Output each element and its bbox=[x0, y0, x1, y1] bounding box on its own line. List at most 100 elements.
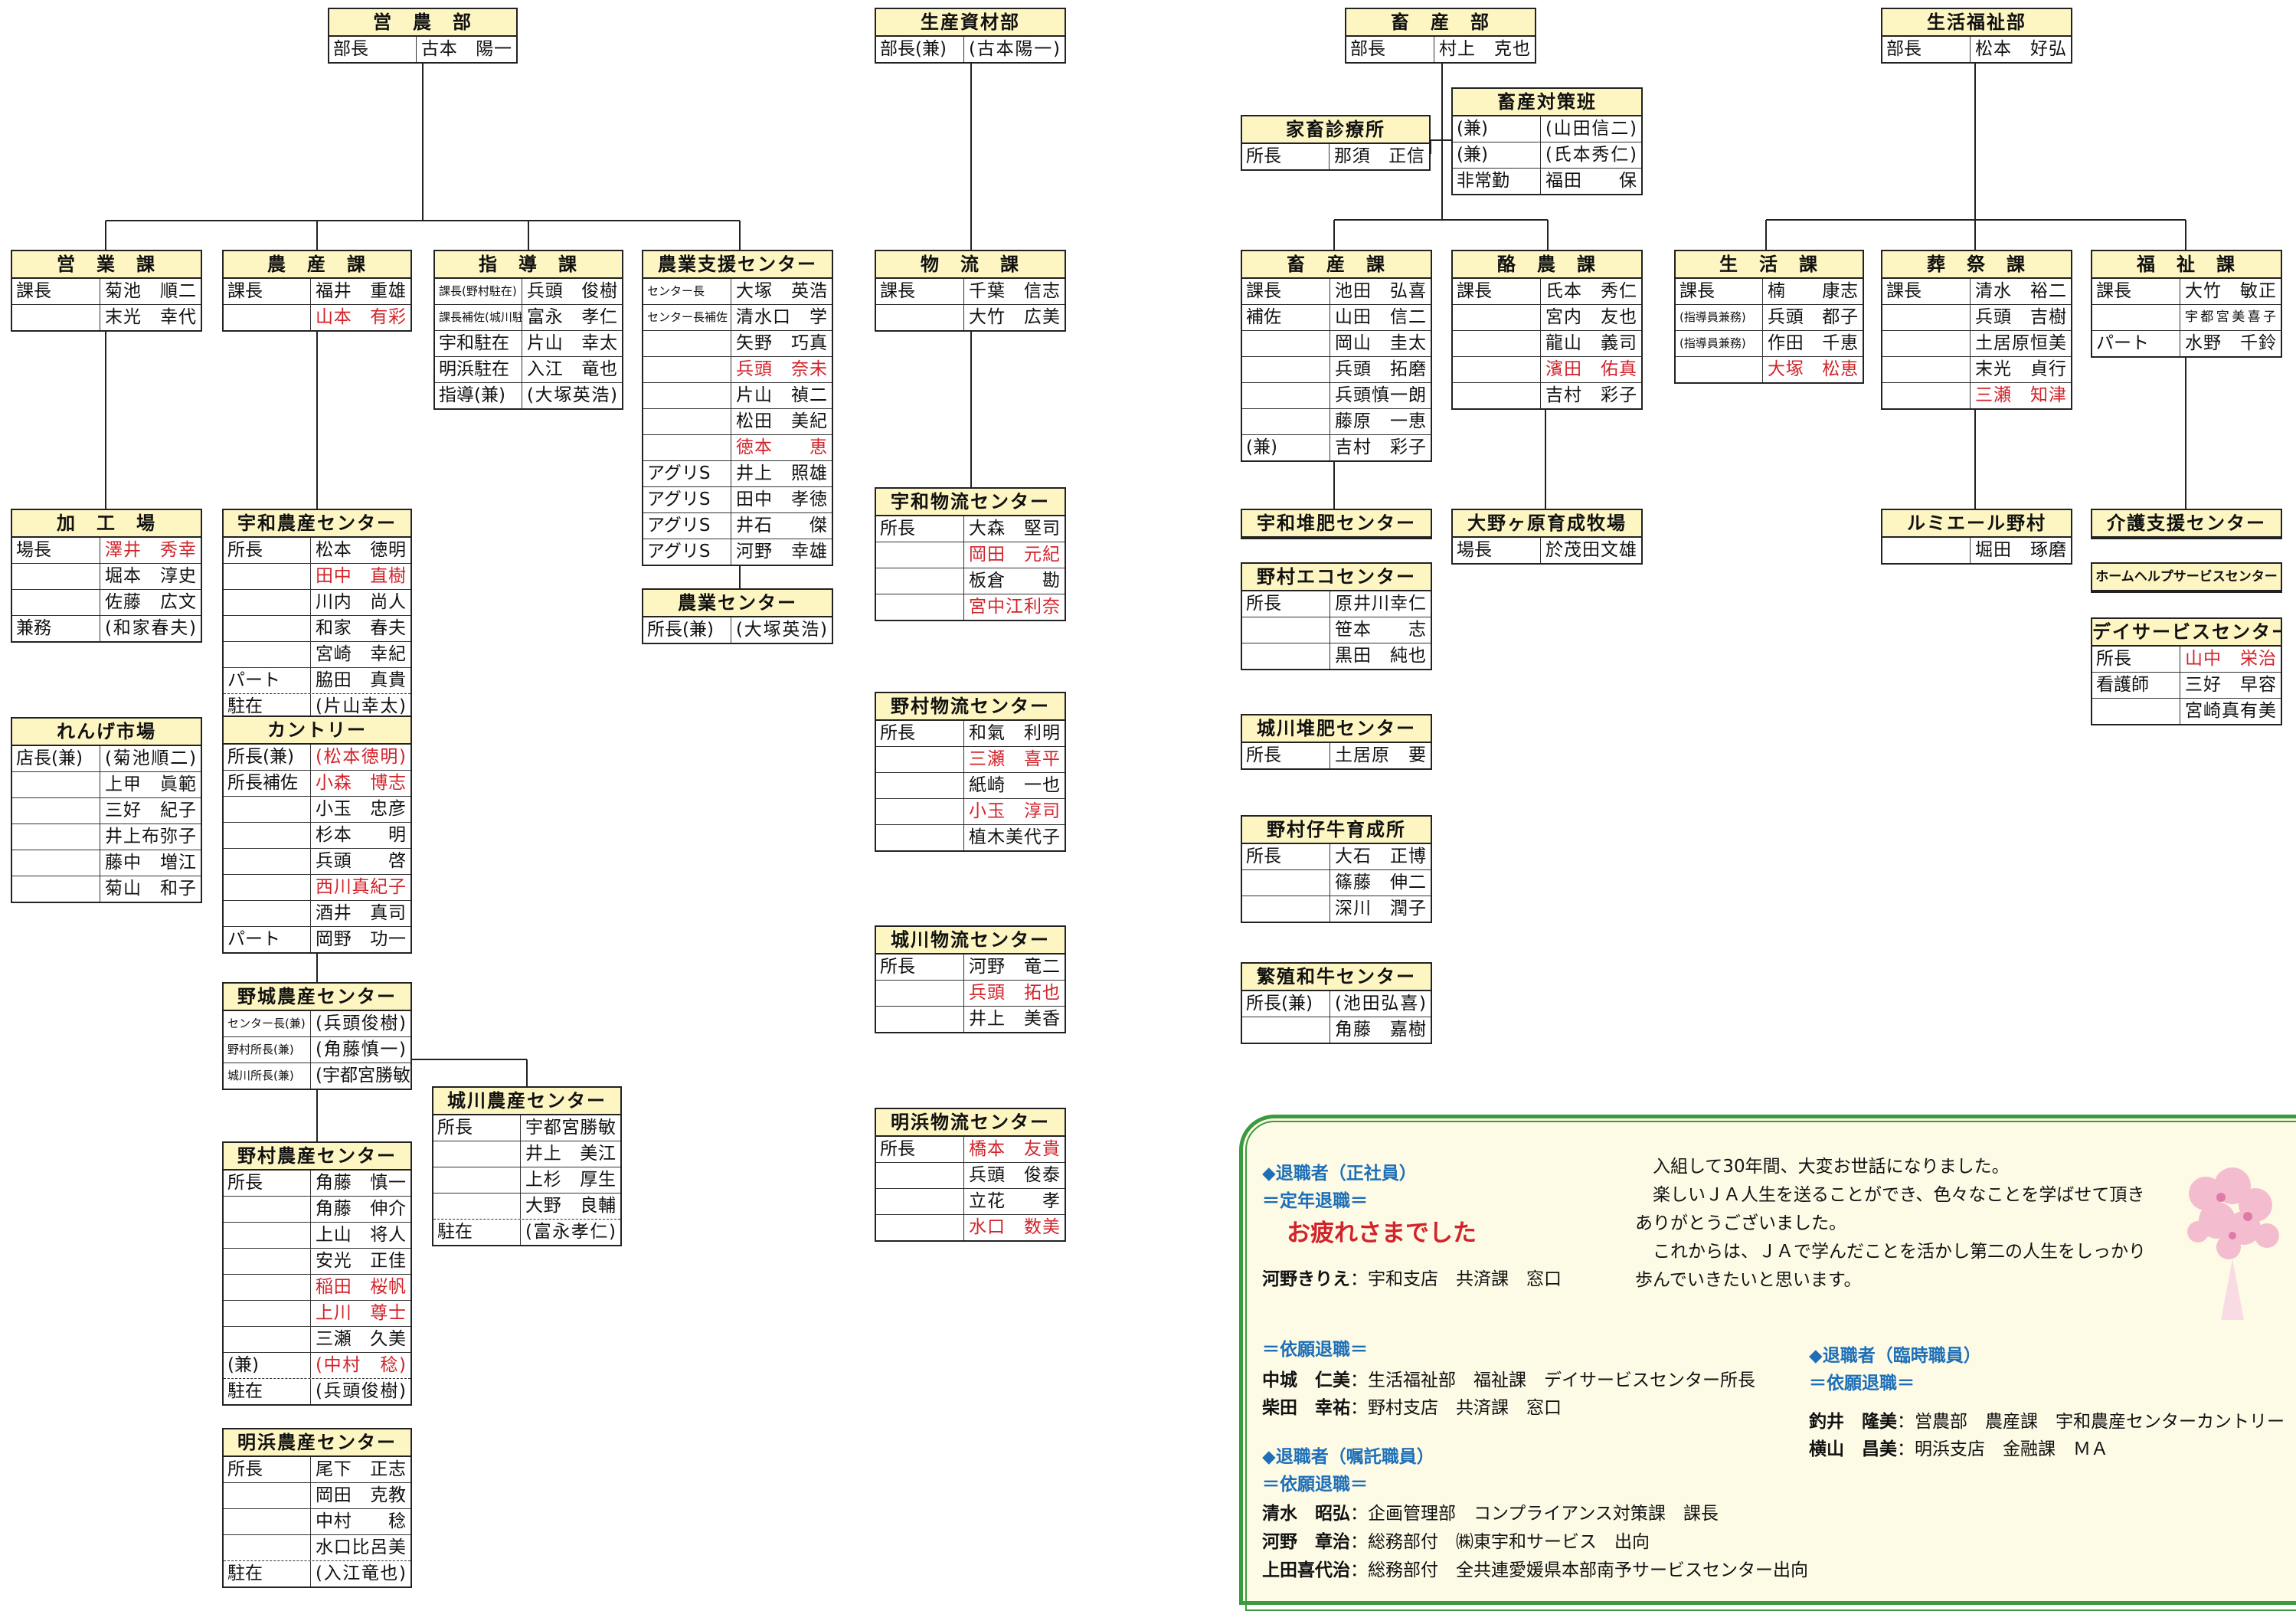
org-box-title: 加 工 場 bbox=[12, 510, 201, 538]
org-box-row: 兵頭 俊泰 bbox=[876, 1162, 1065, 1188]
staff-name: (兵頭俊樹) bbox=[316, 1381, 406, 1401]
position-label bbox=[224, 1249, 311, 1274]
retiree-kono-shoji: 河野 章治：総務部付 ㈱東宇和サービス 出向 bbox=[1262, 1527, 1650, 1553]
staff-name: 上川 尊士 bbox=[316, 1303, 406, 1323]
org-box-lumiere: ルミエール野村堀田 琢磨 bbox=[1881, 509, 2072, 565]
staff-name: 吉村 彩子 bbox=[1545, 385, 1637, 405]
message-line: 楽しいＪＡ人生を送ることができ、色々なことを学ばせて頂き bbox=[1635, 1185, 2145, 1205]
retiree-dept: ：営農部 農産課 宇和農産センターカントリー bbox=[1897, 1412, 2285, 1432]
retirement-notice-panel bbox=[1239, 1115, 2296, 1605]
org-box-row: 宮崎 幸紀 bbox=[224, 641, 410, 667]
org-box-row: 上川 尊士 bbox=[224, 1300, 410, 1326]
position-label bbox=[643, 383, 731, 408]
org-box-row: 角藤 嘉樹 bbox=[1242, 1017, 1431, 1043]
org-box-title: 野村仔牛育成所 bbox=[1242, 817, 1431, 844]
staff-name: 兵頭 拓磨 bbox=[1335, 359, 1426, 379]
position-label bbox=[876, 305, 964, 330]
staff-name: 山田 信二 bbox=[1335, 307, 1426, 327]
position-label: 所長 bbox=[876, 516, 964, 542]
org-box-row: 堀田 琢磨 bbox=[1882, 538, 2071, 563]
staff-name: 宇都宮勝敏 bbox=[525, 1118, 616, 1138]
org-box-title: 畜産対策班 bbox=[1453, 89, 1641, 116]
position-label bbox=[1242, 357, 1330, 382]
position-label bbox=[1453, 357, 1541, 382]
staff-name: 角藤 慎一 bbox=[316, 1173, 406, 1193]
staff-name: 末光 幸代 bbox=[105, 307, 196, 327]
staff-name: 黒田 純也 bbox=[1335, 646, 1426, 666]
position-label: 兼務 bbox=[12, 616, 100, 641]
position-label: 城川所長(兼) bbox=[224, 1063, 311, 1089]
staff-name: 小玉 忠彦 bbox=[316, 799, 406, 819]
org-box-row: 大塚 松恵 bbox=[1676, 356, 1863, 382]
retiree-name: 中城 仁美 bbox=[1262, 1370, 1350, 1390]
org-box-row: 所長(兼)(池田弘喜) bbox=[1242, 991, 1431, 1017]
org-box-row: 大野 良輔 bbox=[433, 1193, 620, 1219]
staff-name: (片山幸太) bbox=[316, 696, 406, 716]
message-line: これからは、ＪＡで学んだことを活かし第二の人生をしっかり bbox=[1635, 1242, 2146, 1262]
org-box-yashiro-nosan: 野城農産センターセンター長(兼)(兵頭俊樹)野村所長(兼)(角藤慎一)城川所長(… bbox=[222, 982, 412, 1090]
position-label bbox=[433, 1141, 521, 1167]
staff-name: 作田 千恵 bbox=[1768, 333, 1858, 353]
staff-name: 山中 栄治 bbox=[2185, 649, 2276, 669]
org-box-title: 野村農産センター bbox=[224, 1143, 410, 1171]
retiree-name: 釣井 隆美 bbox=[1809, 1412, 1897, 1432]
staff-name: 和氣 利明 bbox=[969, 723, 1060, 743]
staff-name: 井上 照雄 bbox=[736, 463, 827, 483]
position-label bbox=[1242, 331, 1330, 356]
staff-name: 吉村 彩子 bbox=[1335, 437, 1426, 457]
org-box-row: 非常勤福田 保 bbox=[1453, 168, 1641, 194]
staff-name: (富永孝仁) bbox=[525, 1222, 616, 1242]
staff-name: 田中 直樹 bbox=[316, 566, 406, 586]
staff-name: (池田弘喜) bbox=[1335, 994, 1426, 1013]
staff-name: 大野 良輔 bbox=[525, 1196, 616, 1216]
org-box-row: パート脇田 真貴 bbox=[224, 667, 410, 693]
position-label bbox=[643, 435, 731, 460]
position-label: 課長 bbox=[1242, 279, 1330, 304]
staff-name: (宇都宮勝敏) bbox=[316, 1066, 410, 1085]
position-label bbox=[876, 773, 964, 798]
org-box-row: 所長和氣 利明 bbox=[876, 721, 1065, 746]
org-box-row: 所長(兼)(大塚英浩) bbox=[643, 617, 832, 643]
org-box-renge-ichiba: れんげ市場店長(兼)(菊池順二)上甲 眞範三好 紀子井上布弥子藤中 増江菊山 和… bbox=[11, 717, 202, 903]
position-label: センター長補佐 bbox=[643, 305, 731, 330]
staff-name: 古本 陽一 bbox=[421, 39, 512, 59]
position-label bbox=[1242, 409, 1330, 434]
retiree-name: 横山 昌美 bbox=[1809, 1439, 1897, 1459]
position-label: 部長 bbox=[329, 37, 417, 62]
staff-name: 兵頭 拓也 bbox=[969, 983, 1060, 1003]
staff-name: 西川真紀子 bbox=[316, 877, 406, 897]
staff-name: 宮中江利奈 bbox=[969, 597, 1060, 617]
staff-name: 兵頭 啓 bbox=[316, 851, 406, 871]
org-box-title: 営 業 課 bbox=[12, 251, 201, 279]
retiree-message: 入組して30年間、大変お世話になりました。 楽しいＪＡ人生を送ることができ、色々… bbox=[1635, 1153, 2186, 1295]
org-box-row: 兵頭慎一朗 bbox=[1242, 382, 1431, 408]
org-box-title: 生産資材部 bbox=[876, 9, 1065, 37]
org-box-row: (兼)(氏本秀仁) bbox=[1453, 142, 1641, 168]
org-box-country: カントリー所長(兼)(松本徳明)所長補佐小森 博志小玉 忠彦杉本 明兵頭 啓西川… bbox=[222, 715, 412, 954]
org-box-row: 宮中江利奈 bbox=[876, 594, 1065, 620]
org-box-row: 場長澤井 秀幸 bbox=[12, 538, 201, 563]
org-box-row: 小玉 淳司 bbox=[876, 798, 1065, 824]
staff-name: 宮崎真有美 bbox=[2185, 701, 2276, 721]
org-box-dayservice: デイサービスセンター所長山中 栄治看護師三好 早容宮崎真有美 bbox=[2091, 617, 2282, 725]
org-box-row: 龍山 義司 bbox=[1453, 330, 1641, 356]
staff-name: 兵頭 俊泰 bbox=[969, 1165, 1060, 1185]
staff-name: 岡田 克教 bbox=[316, 1485, 406, 1505]
staff-name: 片山 禎二 bbox=[736, 385, 827, 405]
position-label: 課長 bbox=[224, 279, 311, 304]
position-label bbox=[12, 824, 100, 850]
staff-name: (入江竜也) bbox=[316, 1564, 406, 1583]
org-box-row: 所長大森 堅司 bbox=[876, 516, 1065, 542]
org-box-row: 堀本 淳史 bbox=[12, 563, 201, 589]
position-label bbox=[12, 850, 100, 876]
org-box-row: パート水野 千鈴 bbox=[2092, 330, 2281, 356]
org-box-row: 課長補佐(城川駐在)富永 孝仁 bbox=[435, 304, 622, 330]
org-box-row: 課長(野村駐在)兵頭 俊樹 bbox=[435, 279, 622, 304]
org-box-row: 末光 幸代 bbox=[12, 304, 201, 330]
position-label: 場長 bbox=[1453, 538, 1541, 563]
org-box-row: 佐藤 広文 bbox=[12, 589, 201, 615]
org-box-title: 物 流 課 bbox=[876, 251, 1065, 279]
staff-name: 矢野 巧真 bbox=[736, 333, 827, 353]
staff-name: 兵頭 奈未 bbox=[736, 359, 827, 379]
